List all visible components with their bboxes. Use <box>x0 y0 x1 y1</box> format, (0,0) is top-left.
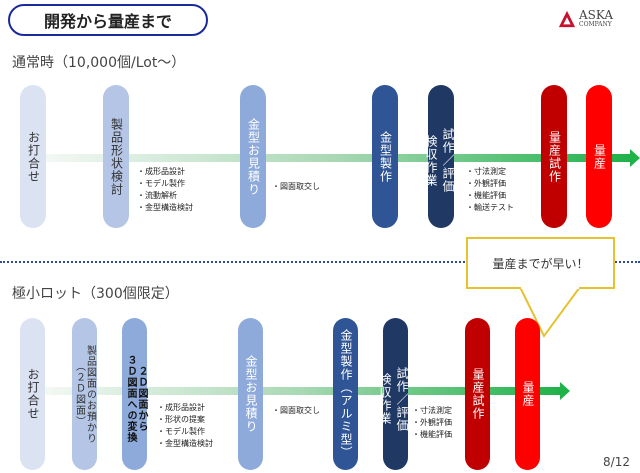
normal-notes-drawing: ・図面取交し <box>272 182 320 191</box>
small-step-aluminum-mold: 金型製作（アルミ型） <box>333 318 358 470</box>
small-step-trial-evaluation: 試作／評価検収作業 <box>378 318 409 470</box>
section-divider <box>0 261 640 263</box>
normal-flow-arrow <box>40 149 640 167</box>
normal-notes-evaluation: ・寸法測定・外観評価・機能評価・輸送テスト <box>466 167 514 212</box>
page-title: 開発から量産まで <box>8 4 208 36</box>
small-step-drawing-receipt: 製品図面のお預かり（２Ｄ図面） <box>72 318 97 470</box>
small-step-mass-production: 量産 <box>515 318 540 470</box>
small-notes-drawing: ・図面取交し <box>272 406 320 415</box>
small-flow-arrow <box>40 382 570 400</box>
page-number: 8/12 <box>603 455 630 469</box>
small-step-mass-trial: 量産試作 <box>465 318 490 470</box>
small-lot-heading: 極小ロット（300個限定） <box>12 286 179 302</box>
small-step-meeting: お打合せ <box>20 318 45 470</box>
callout-fast: 量産までが早い！ <box>466 237 615 289</box>
small-notes-evaluation: ・寸法測定・外観評価・機能評価 <box>412 406 452 439</box>
step-shape-study: 製品形状検討 <box>103 85 129 228</box>
step-mold-quote: 金型お見積り <box>240 85 266 228</box>
normal-notes-design: ・成形品設計・モデル製作・流動解析・金型構造検討 <box>137 167 193 212</box>
logo-triangle-icon <box>558 10 576 28</box>
logo-sub: COMPANY <box>579 21 612 28</box>
step-mass-trial: 量産試作 <box>541 85 567 228</box>
normal-heading: 通常時（10,000個/Lot～） <box>12 55 186 71</box>
logo-name: ASKA <box>579 8 614 22</box>
small-notes-design: ・成形品設計・形状の提案・モデル製作・金型構造検討 <box>157 403 213 448</box>
step-mold-making: 金型製作 <box>372 85 398 228</box>
step-mass-production: 量産 <box>586 85 612 228</box>
step-trial-label: 試作／評価 <box>441 128 455 193</box>
step-trial-evaluation: 試作／評価検収作業 <box>424 85 455 228</box>
small-step-mold-quote: 金型お見積り <box>238 318 263 470</box>
step-inspection-label: 検収作業 <box>424 134 438 187</box>
step-meeting: お打合せ <box>20 85 46 228</box>
